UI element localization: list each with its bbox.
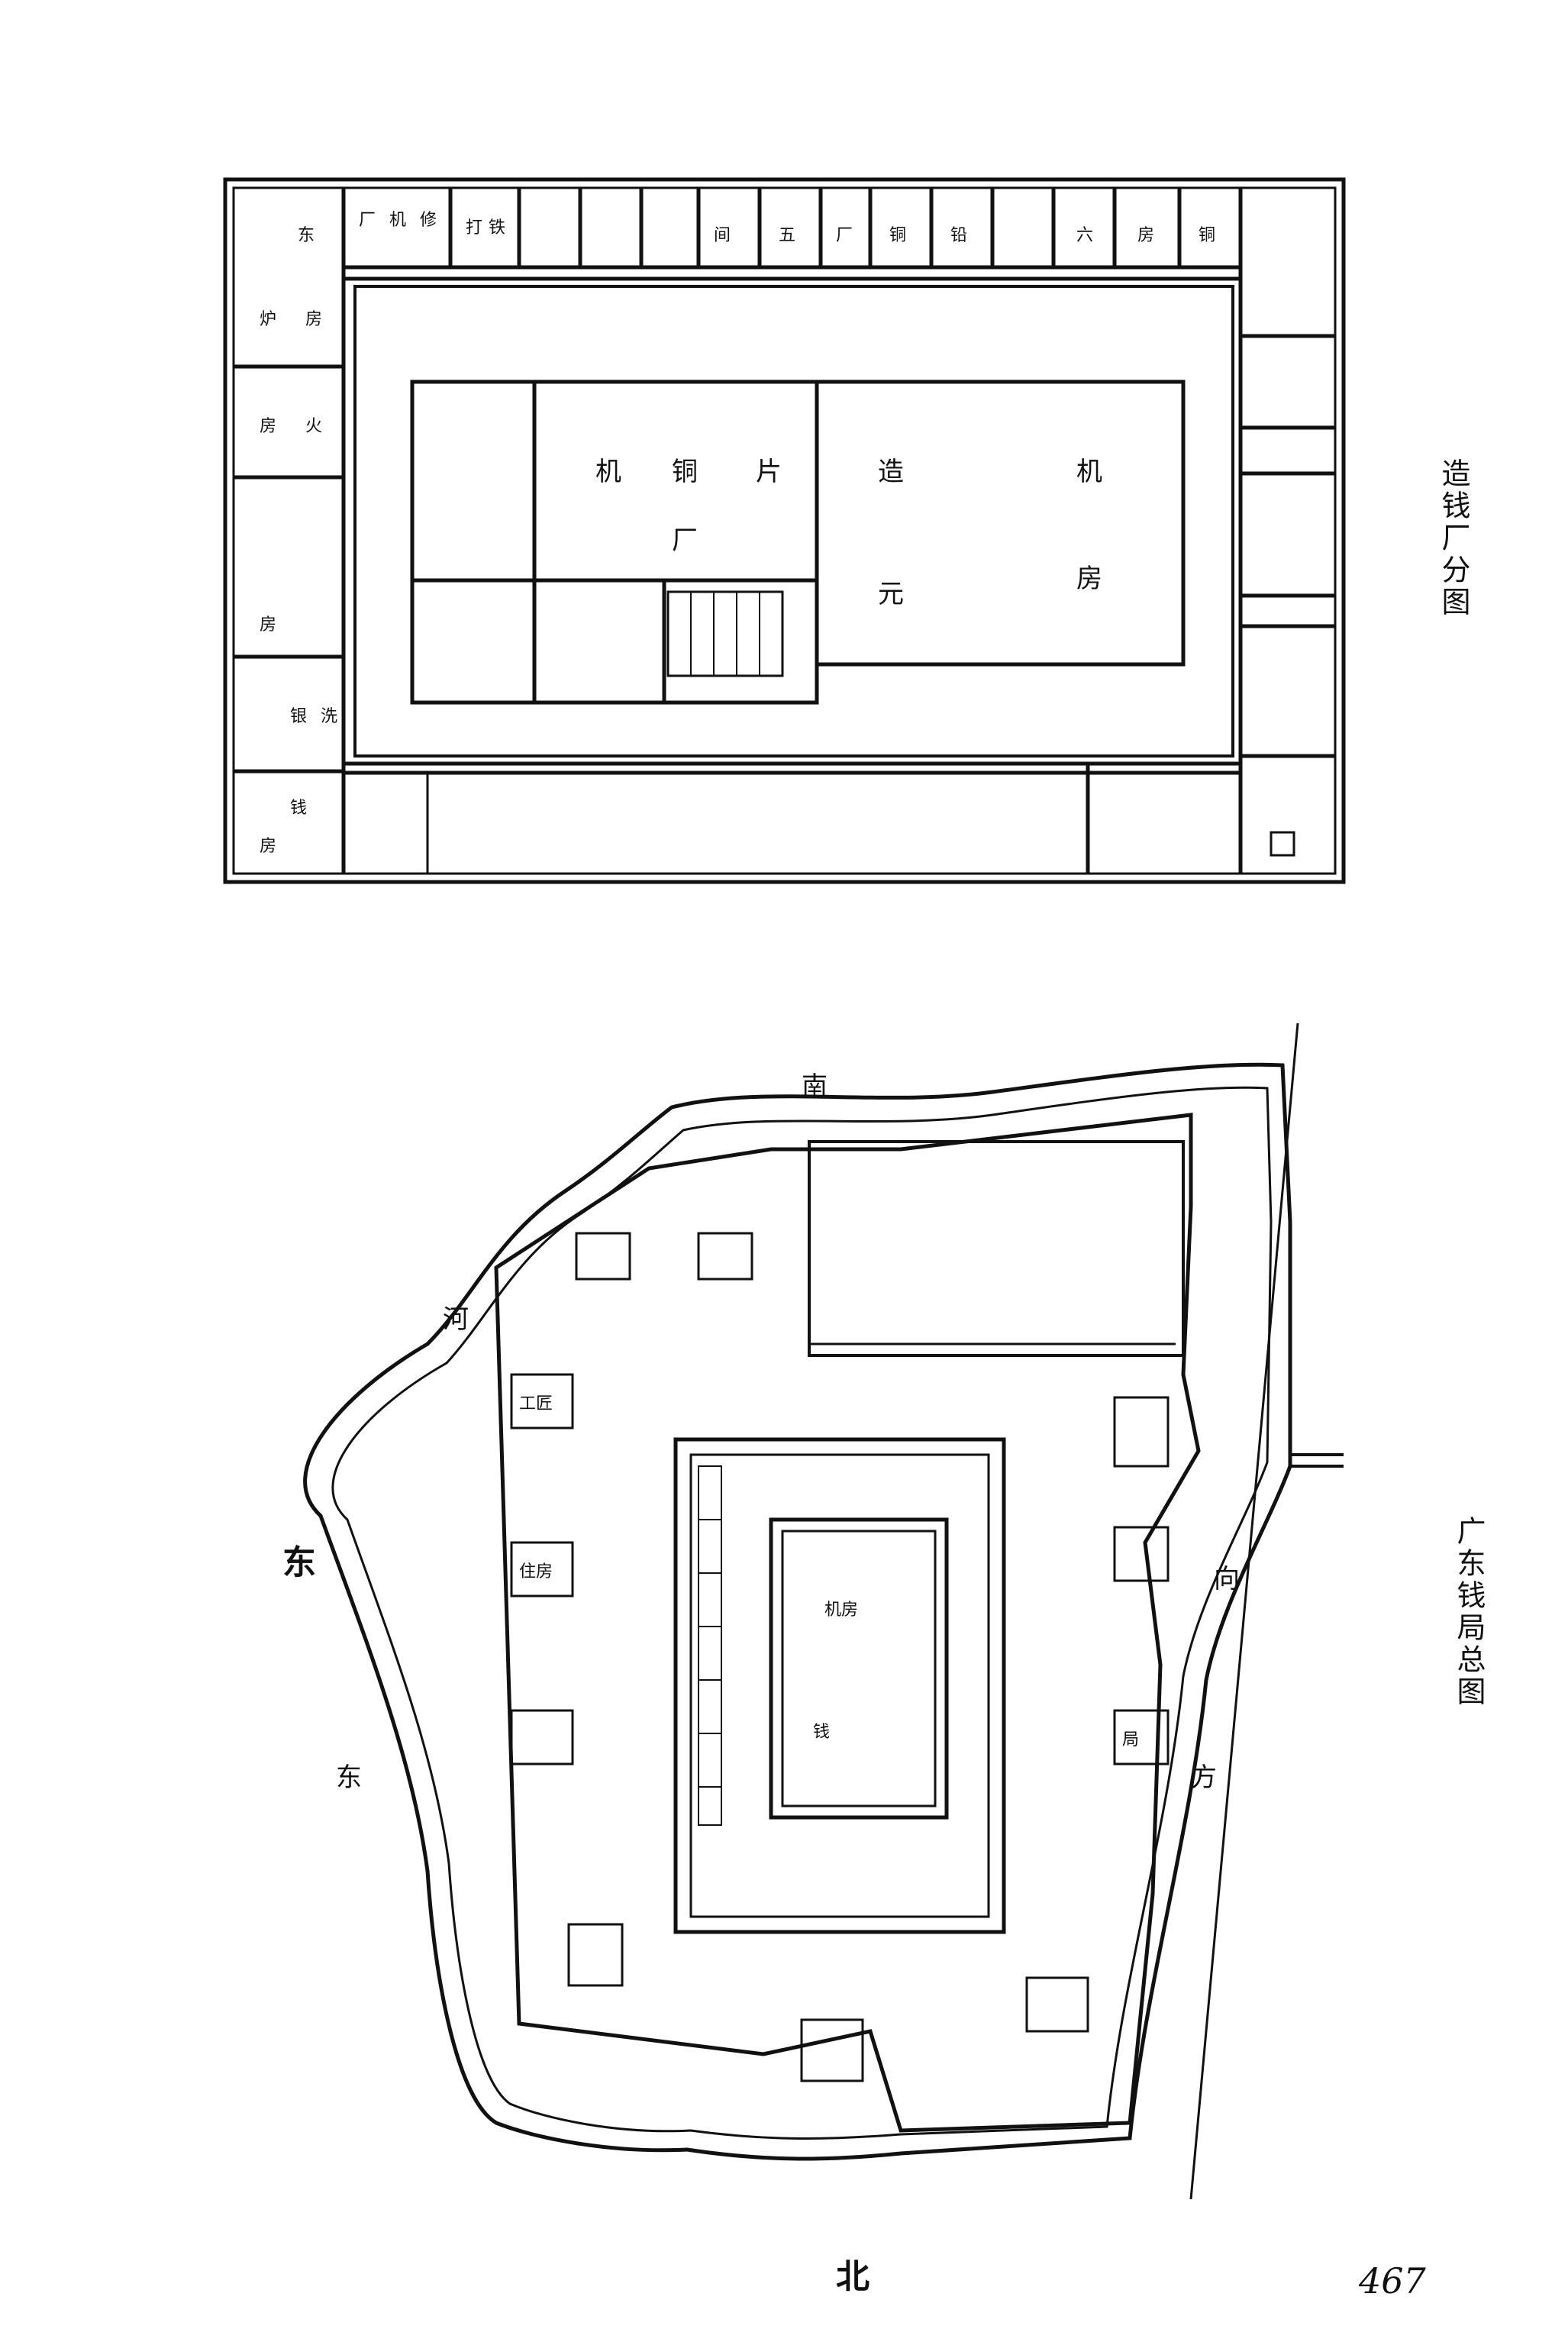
top-row-label-15: 五 xyxy=(779,226,796,245)
page-number: 467 xyxy=(1359,2260,1426,2302)
left-col-label-1: 东 xyxy=(298,226,315,245)
center-small-label-2: 厂 xyxy=(672,525,698,556)
block-label-workers: 工匠 xyxy=(519,1394,553,1413)
central-label-4: 造 xyxy=(878,457,904,487)
outer-label-6: 向 xyxy=(1214,1564,1240,1594)
left-col-label-6: 火 xyxy=(305,417,323,436)
left-col-label-16: 房 xyxy=(260,837,277,856)
outer-label-5: 方 xyxy=(1191,1762,1217,1793)
outer-label-3: 南 xyxy=(802,1071,828,1102)
compass-east: 东 xyxy=(282,1543,316,1582)
top-row-label-2: 机 xyxy=(389,211,407,230)
center-small-label-1: 元 xyxy=(878,579,904,609)
top-row-label-18: 铅 xyxy=(950,226,968,245)
left-col-label-12: 洗 xyxy=(321,707,338,726)
block-label-money: 钱 xyxy=(813,1723,831,1742)
top-row-label-17: 铜 xyxy=(889,226,907,245)
outer-label-1: 东 xyxy=(336,1762,362,1793)
left-col-label-9: 房 xyxy=(260,615,277,635)
branch-factory-caption: 造钱厂分图 xyxy=(1437,458,1470,619)
top-row-label-16: 厂 xyxy=(836,226,853,245)
central-label-1: 机 xyxy=(595,457,621,487)
left-col-label-13: 钱 xyxy=(290,799,308,818)
left-col-label-11: 银 xyxy=(290,707,308,726)
overall-map-caption: 广东钱局总图 xyxy=(1452,1516,1486,1708)
left-col-label-2: 炉 xyxy=(260,310,277,329)
top-row-label-14: 间 xyxy=(714,226,731,245)
compass-north: 北 xyxy=(836,2257,869,2296)
top-row-label-3: 修 xyxy=(420,211,437,230)
top-row-label-23: 铜 xyxy=(1199,226,1216,245)
block-label-machine: 机房 xyxy=(824,1601,859,1620)
left-col-label-3: 房 xyxy=(305,310,323,329)
top-row-label-6: 铁 xyxy=(489,218,506,237)
outer-label-2: 河 xyxy=(443,1304,469,1335)
left-col-label-4: 房 xyxy=(260,417,277,436)
right-label-2: 房 xyxy=(1076,564,1102,594)
overall-plan xyxy=(303,1022,1344,2200)
central-label-3: 片 xyxy=(756,457,782,487)
top-row-label-5: 打 xyxy=(466,218,483,237)
right-label-1: 机 xyxy=(1076,457,1102,487)
top-row-label-22: 房 xyxy=(1137,226,1155,245)
block-label-housing: 住房 xyxy=(519,1562,553,1581)
top-row-label-1: 厂 xyxy=(359,211,376,230)
block-label-bureau: 局 xyxy=(1122,1730,1140,1749)
top-row-label-21: 六 xyxy=(1076,226,1094,245)
branch-factory-plan xyxy=(223,177,1346,884)
central-label-2: 铜 xyxy=(672,457,698,487)
